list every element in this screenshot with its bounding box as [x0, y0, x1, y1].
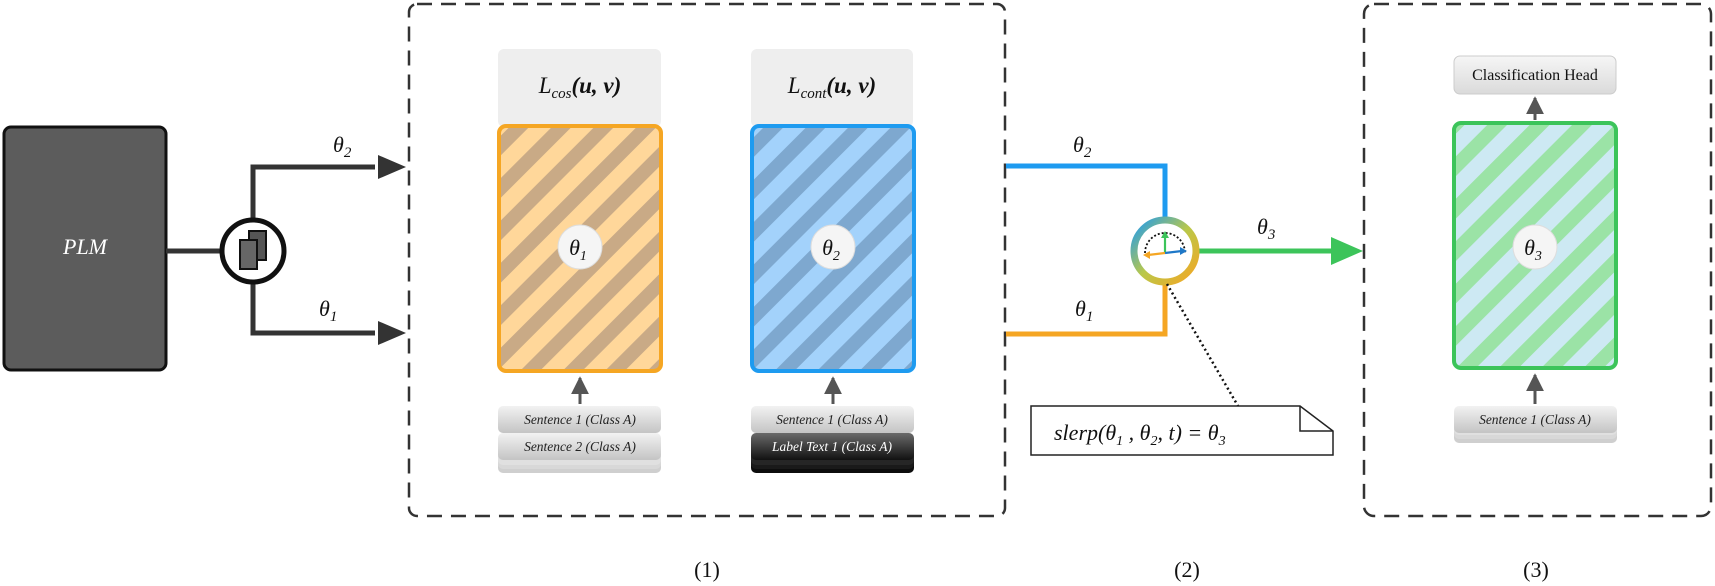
- step-label-2: (2): [1174, 557, 1200, 582]
- slerp-note: slerp(θ1 , θ2, t) = θ3: [1030, 405, 1334, 456]
- input-text-sentence1: Sentence 1 (Class A): [524, 412, 636, 427]
- slerp-formula: slerp(θ1 , θ2, t) = θ3: [1054, 420, 1226, 449]
- stage3-panel: [1362, 2, 1713, 518]
- stage1-left-model: Lcos(u, v) θ1 Sentence 2 (Class A) Sente…: [497, 49, 663, 473]
- param-badge-theta2: [810, 224, 856, 270]
- arrow-to-stage3: [1331, 237, 1363, 265]
- param-badge-theta1: [557, 224, 603, 270]
- loss-cos-header: [498, 49, 661, 127]
- step-label-3: (3): [1523, 557, 1549, 582]
- input-text-label-text: Label Text 1 (Class A): [771, 439, 893, 454]
- input-stack-left: Sentence 2 (Class A) Sentence 1 (Class A…: [498, 406, 661, 473]
- splitter-top-label: θ2: [333, 132, 352, 161]
- stage2-out-label: θ3: [1257, 214, 1275, 243]
- arrow-to-stage1-top: [378, 155, 406, 179]
- classification-head-label: Classification Head: [1472, 67, 1598, 84]
- input-card-label-text: [751, 433, 914, 460]
- input-stack-stage3: Sentence 1 (Class A): [1454, 406, 1617, 443]
- input-text-stage3: Sentence 1 (Class A): [1479, 412, 1591, 427]
- theta2-line: [1006, 163, 1168, 218]
- loss-cos-label: Lcos(u, v): [538, 73, 622, 102]
- loss-cont-label: Lcont(u, v): [787, 73, 876, 102]
- note-leader-line: [1165, 283, 1240, 407]
- input-card-stage3: [1454, 406, 1617, 433]
- param-label-theta3: θ3: [1524, 235, 1542, 264]
- plm-label: PLM: [62, 234, 109, 259]
- input-card-sentence2: [498, 433, 661, 460]
- param-badge-theta3: [1512, 224, 1558, 270]
- input-stack-right: Label Text 1 (Class A) Sentence 1 (Class…: [751, 406, 914, 473]
- param-label-theta2: θ2: [822, 235, 840, 264]
- stage2-bottom-label: θ1: [1075, 296, 1093, 325]
- theta1-line: [1006, 281, 1168, 337]
- stage2-merge: θ2 θ1 θ3 slerp(θ1 , θ2, t) = θ3: [1006, 132, 1363, 456]
- stage3-model: Classification Head θ3 Sentence 1 (Class…: [1452, 55, 1618, 443]
- splitter: θ2 θ1: [166, 132, 406, 345]
- loss-cont-header: [751, 49, 913, 127]
- input-text-sentence1-right: Sentence 1 (Class A): [776, 412, 888, 427]
- plm-block: PLM: [2, 125, 168, 372]
- splitter-bottom-label: θ1: [319, 296, 337, 325]
- input-card-sentence1: [498, 406, 661, 433]
- stage1-right-model: Lcont(u, v) θ2 Label Text 1 (Class A) Se…: [750, 49, 916, 473]
- stage1-panel: [407, 2, 1007, 518]
- step-label-1: (1): [694, 557, 720, 582]
- stage2-top-label: θ2: [1073, 132, 1092, 161]
- arrow-to-stage1-bottom: [378, 321, 406, 345]
- param-label-theta1: θ1: [569, 235, 587, 264]
- input-text-sentence2: Sentence 2 (Class A): [524, 439, 636, 454]
- copy-icon: [239, 230, 267, 270]
- slerp-icon: [1143, 231, 1187, 259]
- classification-head: [1453, 55, 1617, 95]
- input-card-sentence1-right: [751, 406, 914, 433]
